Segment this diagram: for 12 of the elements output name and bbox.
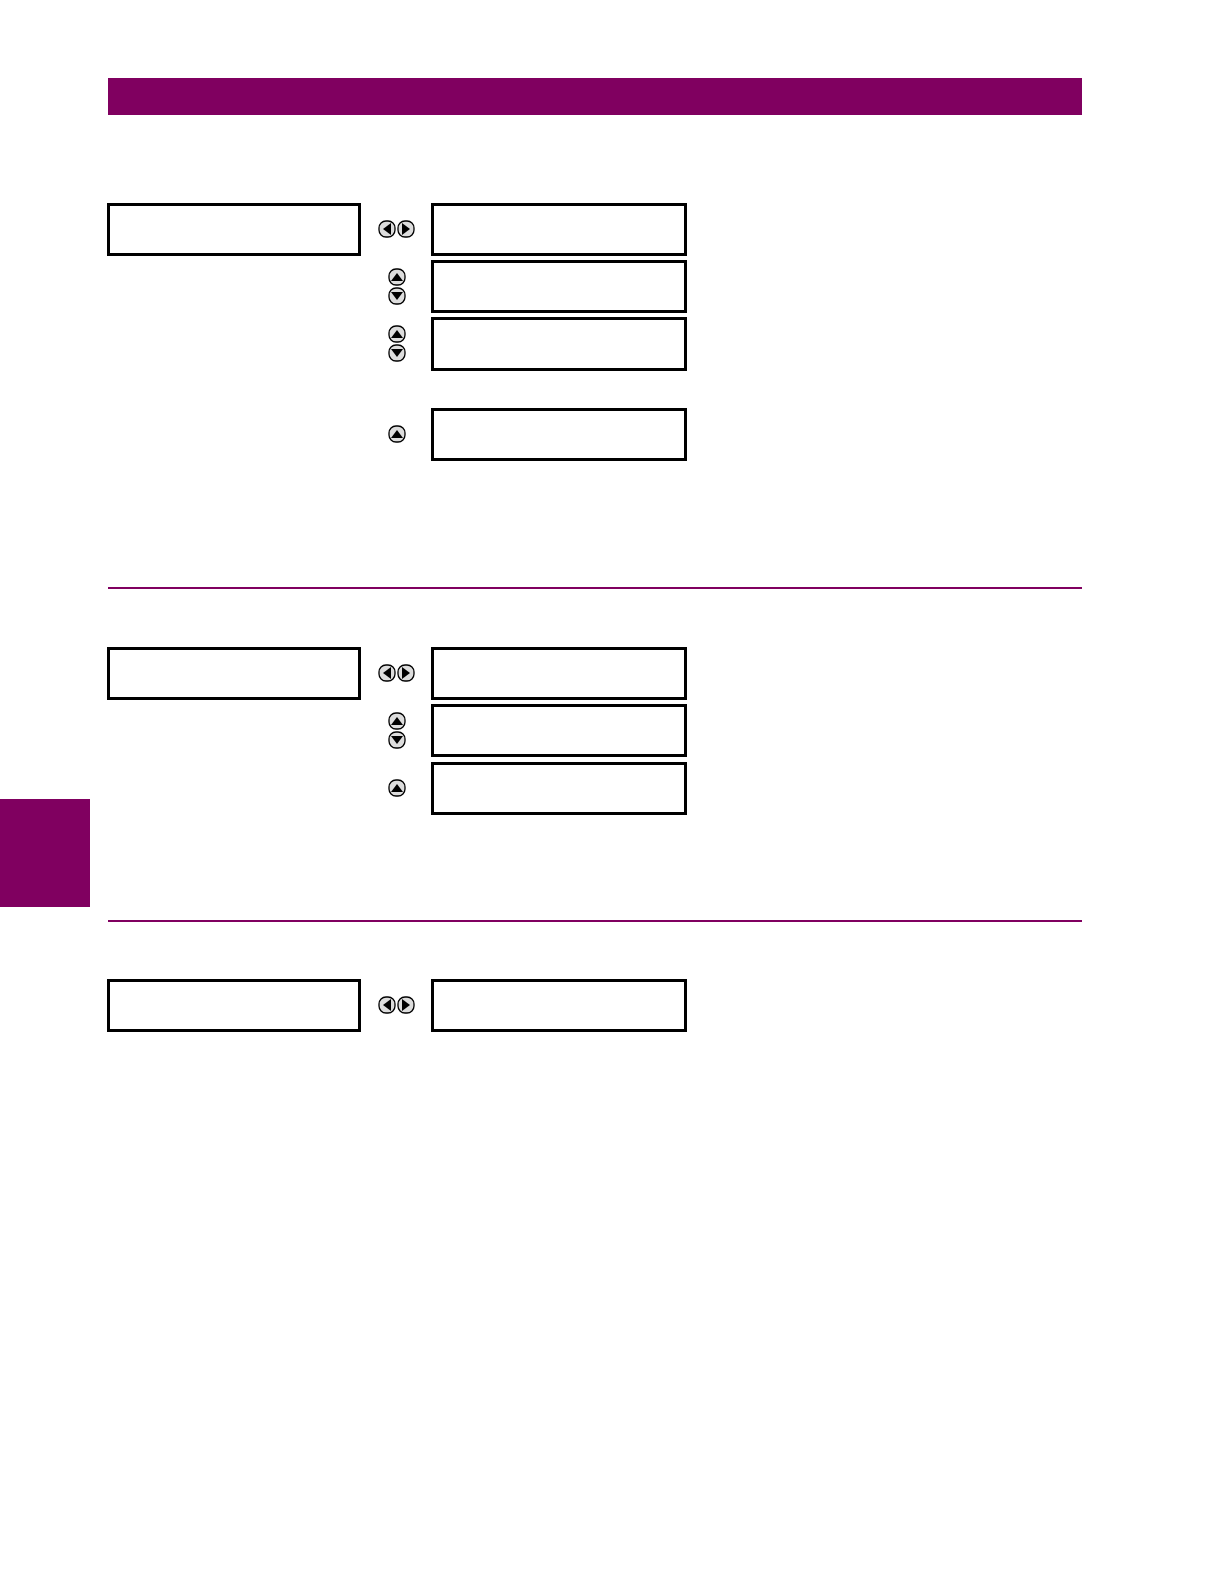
- empty-display-box: [431, 979, 687, 1032]
- empty-display-box: [107, 979, 361, 1032]
- empty-display-box: [431, 317, 687, 371]
- empty-display-box: [431, 762, 687, 815]
- empty-display-box: [431, 647, 687, 700]
- empty-display-box: [107, 647, 361, 700]
- empty-display-box: [431, 203, 687, 256]
- empty-display-box: [431, 260, 687, 313]
- empty-display-box: [107, 203, 361, 256]
- side-tab: [0, 799, 90, 907]
- empty-display-box: [431, 704, 687, 757]
- empty-display-box: [431, 408, 687, 461]
